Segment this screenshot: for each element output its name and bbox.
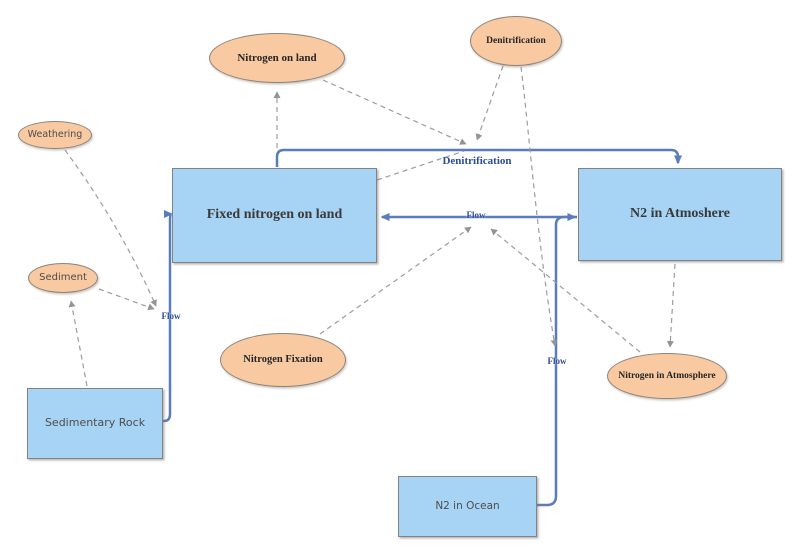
annotation-line-weathering-to-flow[interactable] [64, 149, 157, 307]
node-sediment[interactable]: Sediment [28, 263, 98, 293]
node-label: N2 in Ocean [435, 500, 500, 513]
node-nitrogen-in-atmosphere[interactable]: Nitrogen in Atmosphere [607, 353, 727, 399]
node-label: Fixed nitrogen on land [206, 207, 343, 223]
node-fixed-nitrogen-on-land[interactable]: Fixed nitrogen on land [172, 168, 377, 263]
node-label: Denitrification [486, 35, 546, 46]
node-label: Nitrogen in Atmosphere [618, 370, 716, 381]
flow-ocean-to-atmosphere-connector[interactable] [537, 213, 577, 507]
annotation-line-denitrification-to-junction[interactable] [475, 65, 504, 141]
node-n2-in-atmosphere[interactable]: N2 in Atmoshere [578, 168, 782, 261]
node-label: Nitrogen on land [237, 51, 317, 64]
edge-label-flow-ocean-to-atmosphere[interactable]: Flow [547, 356, 567, 366]
node-weathering[interactable]: Weathering [18, 121, 92, 149]
flow-denitrification-connector[interactable] [275, 148, 682, 167]
annotation-line-fixed-rect-to-junction[interactable] [376, 150, 465, 181]
node-label: Weathering [27, 128, 83, 140]
annotation-line-denitrification-to-ocean-flow[interactable] [520, 66, 558, 347]
node-label: N2 in Atmoshere [629, 206, 731, 222]
edge-label-flow-atmosphere-to-land[interactable]: Flow [466, 210, 486, 220]
annotation-line-fixation-to-flow[interactable] [319, 226, 472, 335]
node-sedimentary-rock[interactable]: Sedimentary Rock [27, 388, 163, 459]
node-nitrogen-on-land[interactable]: Nitrogen on land [209, 33, 345, 83]
flow-rock-to-land-connector[interactable] [163, 210, 173, 423]
node-nitrogen-fixation[interactable]: Nitrogen Fixation [220, 333, 346, 387]
edge-label-denitrification[interactable]: Denitrification [442, 155, 512, 167]
node-label: Sediment [39, 272, 87, 284]
node-n2-in-ocean[interactable]: N2 in Ocean [398, 476, 537, 537]
annotation-line-rect-to-atmo-ellipse[interactable] [666, 263, 676, 348]
annotation-line-sediment-to-flow[interactable] [98, 288, 155, 311]
node-label: Sedimentary Rock [44, 416, 146, 430]
annotation-line-rock-to-sediment[interactable] [68, 300, 88, 387]
node-denitrification[interactable]: Denitrification [470, 16, 562, 66]
node-label: Nitrogen Fixation [243, 353, 323, 365]
annotation-line-nitrogen-on-land-to-junction[interactable] [322, 79, 467, 145]
edge-label-flow-rock-to-land[interactable]: Flow [161, 311, 181, 321]
